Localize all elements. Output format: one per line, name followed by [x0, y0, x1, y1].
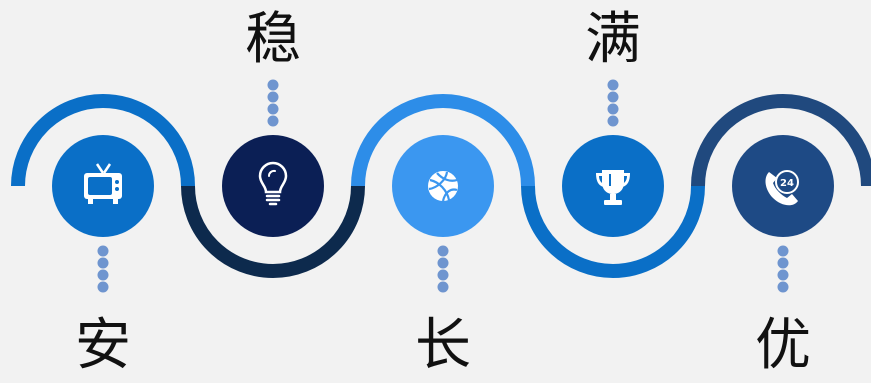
stage-label-1: 安: [75, 313, 131, 378]
arc-4: [521, 185, 705, 278]
arc-1: [11, 94, 195, 187]
stage-label-3: 长: [415, 313, 471, 378]
tv-icon: [84, 163, 122, 204]
connector-dots-1: [97, 245, 109, 293]
connector-dots-5: [777, 245, 789, 293]
support-24h-text: 24: [780, 178, 794, 189]
support-24h-icon: 24: [765, 170, 799, 206]
connector-dots-3: [437, 245, 449, 293]
connector-dots-2: [267, 79, 279, 127]
stage-circle-2: [222, 135, 324, 237]
stage-label-4: 满: [585, 7, 641, 72]
basketball-icon: [428, 171, 458, 202]
arc-5: [691, 94, 871, 187]
stage-label-5: 优: [755, 313, 811, 378]
arc-2: [181, 185, 365, 278]
arc-3: [351, 94, 535, 187]
lightbulb-icon: [258, 161, 288, 206]
connector-dots-4: [607, 79, 619, 127]
trophy-icon: [596, 170, 630, 205]
stage-circle-5: [732, 135, 834, 237]
stage-label-2: 稳: [245, 7, 301, 72]
